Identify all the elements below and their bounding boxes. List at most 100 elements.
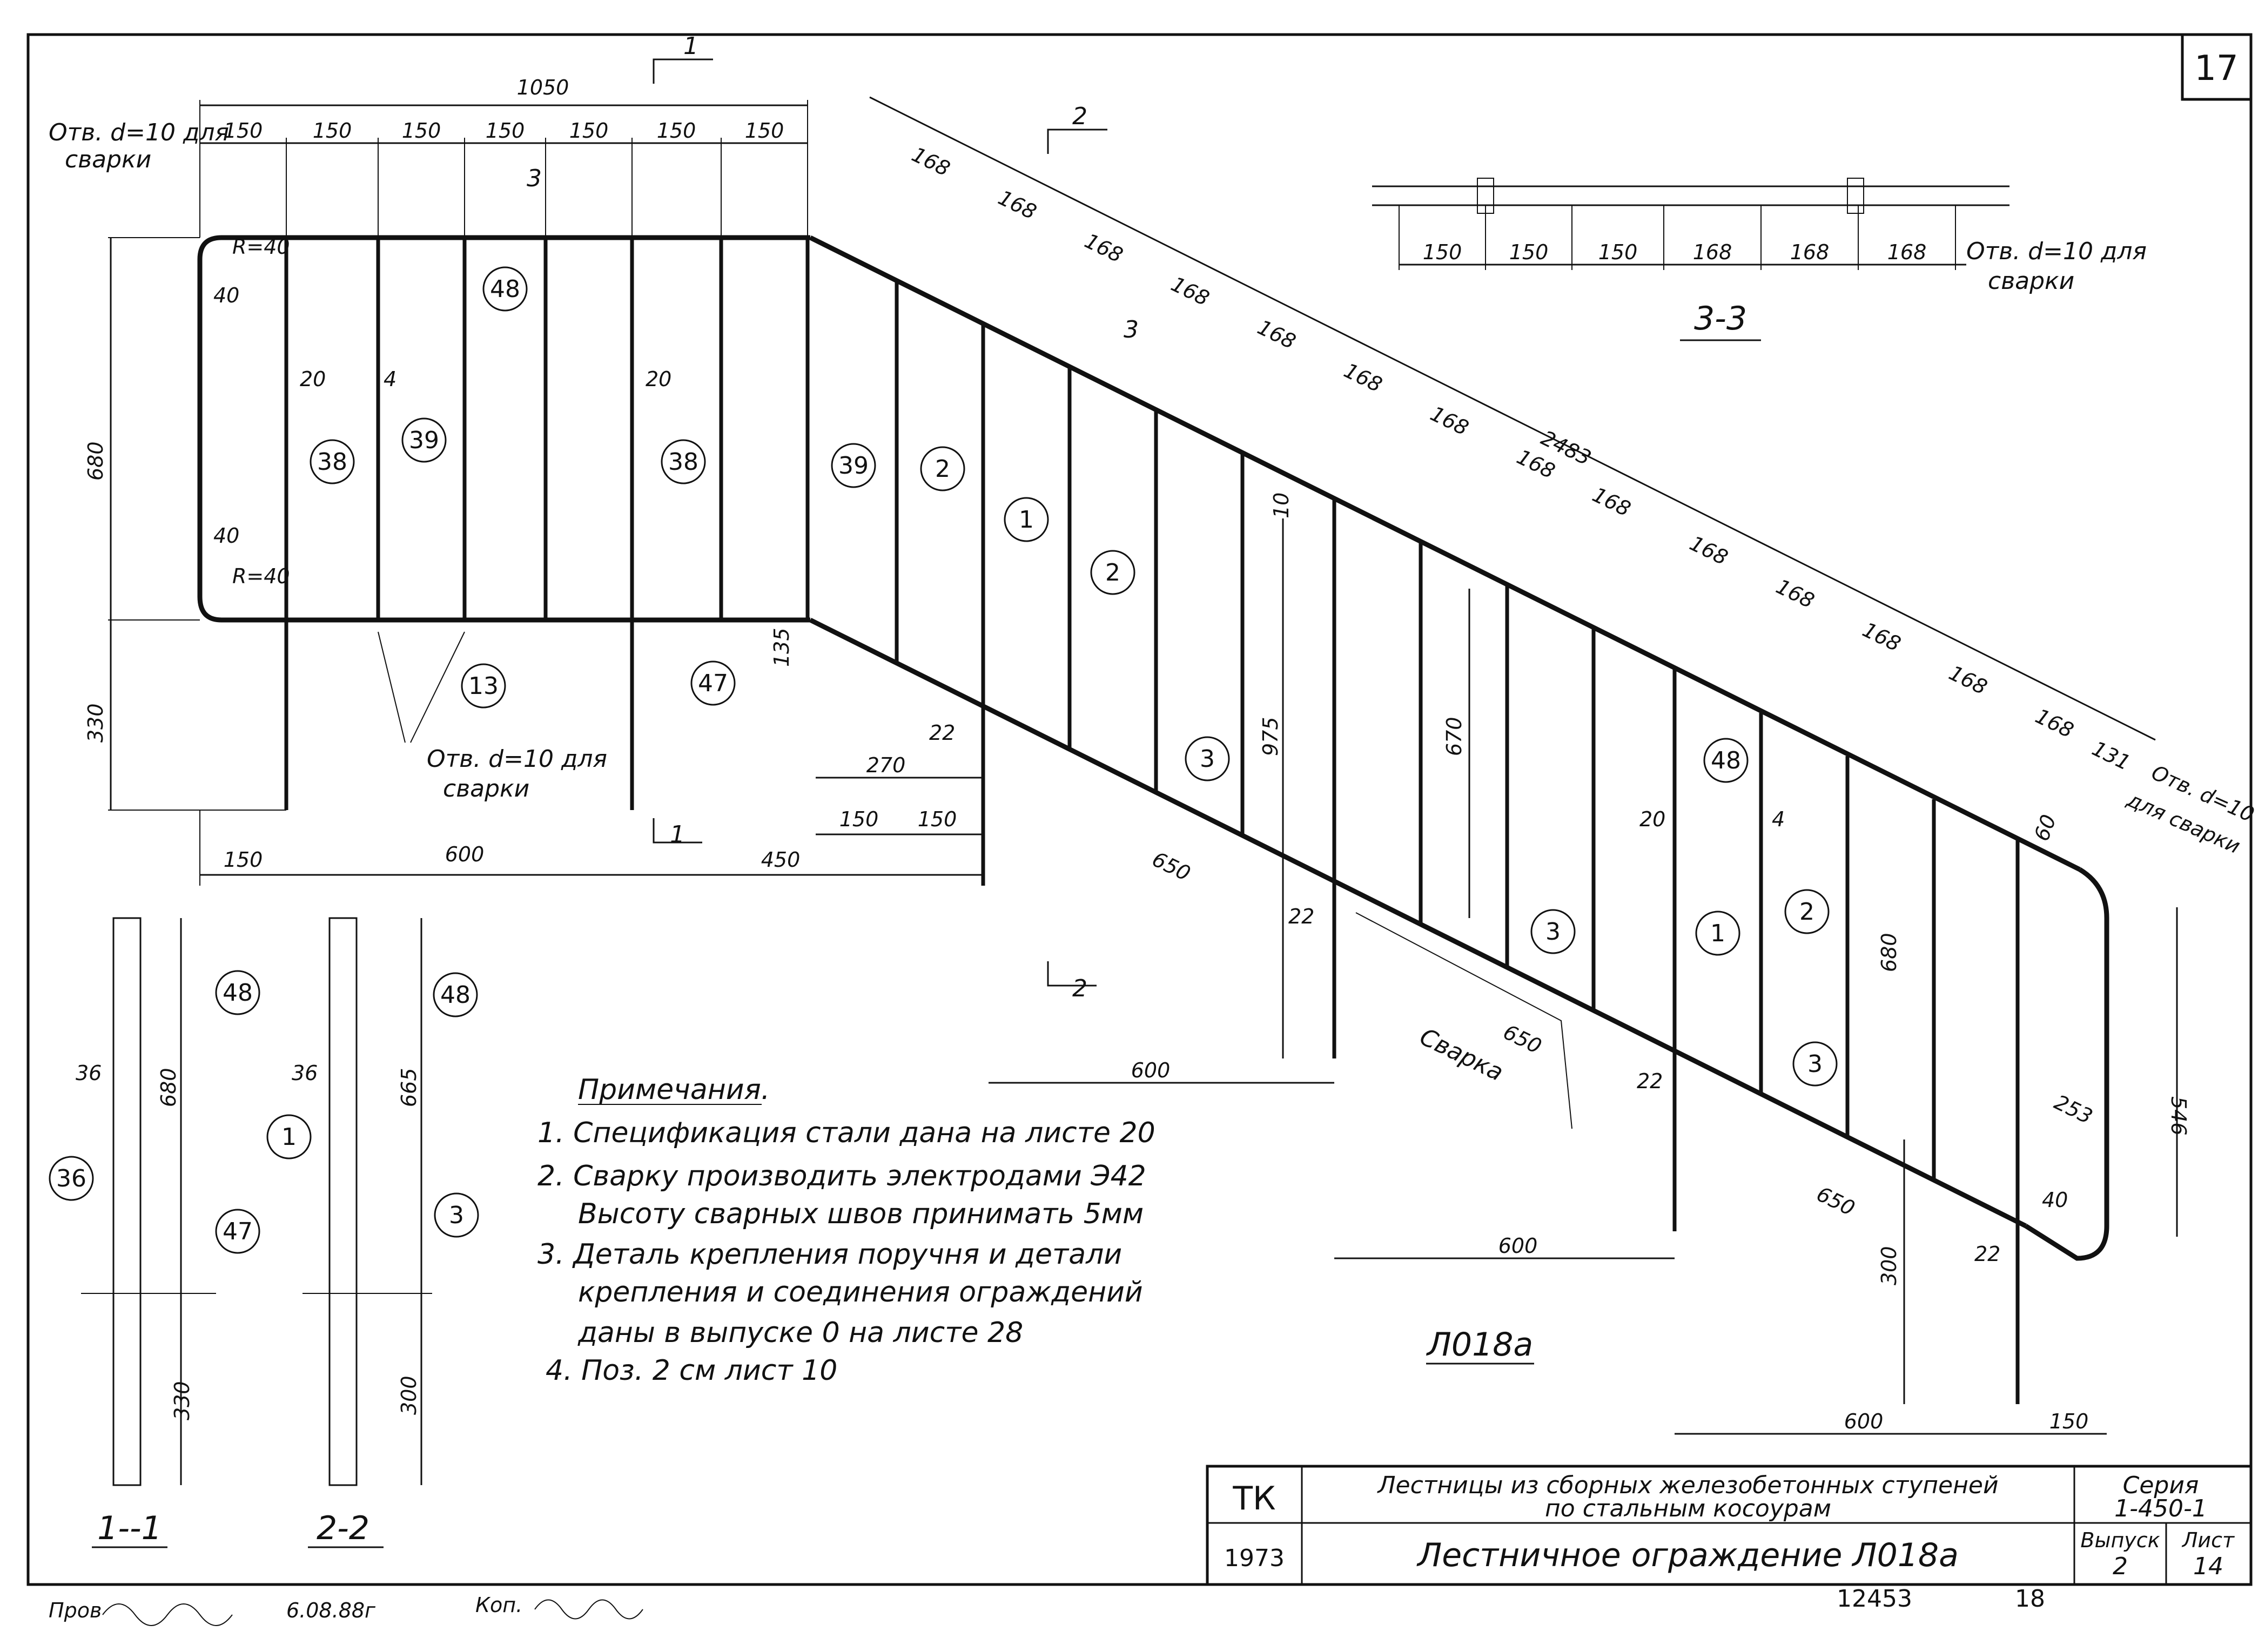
checked-signature xyxy=(102,1603,233,1626)
s22-300: 300 xyxy=(397,1375,421,1415)
dim-60: 60 xyxy=(2029,812,2061,844)
dim-650b: 650 xyxy=(1500,1020,1545,1058)
dim-slope-spacing: 168 xyxy=(1945,661,1991,699)
dim-r40-top: R=40 xyxy=(232,235,290,259)
dim-slope-last: 131 xyxy=(2088,737,2134,775)
dim-b450: 450 xyxy=(761,848,801,872)
landing-railing xyxy=(197,235,810,810)
s11-pos-48: 48 xyxy=(223,979,253,1007)
sloped-bottom-rail xyxy=(809,617,2027,1229)
dimensions-top xyxy=(108,96,2178,1435)
dim-680: 680 xyxy=(84,441,107,481)
weld-label: Сварка xyxy=(1415,1023,1508,1087)
pos-13: 13 xyxy=(468,672,499,700)
stair-railing xyxy=(809,235,2109,1404)
dim-b150b: 150 xyxy=(918,807,957,831)
dim-975: 975 xyxy=(1259,717,1282,756)
dim-top-spacing: 150 xyxy=(313,119,352,143)
dim-40-top: 40 xyxy=(213,284,239,307)
pos-3: 3 xyxy=(1807,1050,1823,1078)
s33-dim: 150 xyxy=(1598,240,1638,264)
tb-series-value: 1-450-1 xyxy=(2114,1495,2207,1522)
s11-680: 680 xyxy=(157,1068,180,1107)
cut-2-bottom: 2 xyxy=(1072,975,1087,1002)
dim-600b: 600 xyxy=(1498,1234,1538,1258)
dim-20a: 20 xyxy=(300,367,326,391)
dim-slope-spacing: 168 xyxy=(994,186,1040,224)
pos-38: 38 xyxy=(668,448,698,476)
pos-48: 48 xyxy=(1711,747,1741,774)
s11-330: 330 xyxy=(170,1381,194,1420)
dim-22d: 22 xyxy=(1974,1242,2000,1266)
dim-670: 670 xyxy=(1442,717,1466,756)
position-balloons: 48 38 39 38 39 13 47 2 1 2 3 3 48 1 2 3 xyxy=(310,266,1838,1087)
s33-dim: 150 xyxy=(1509,240,1549,264)
tb-issue-label: Выпуск xyxy=(2080,1528,2160,1552)
dim-slope-spacing: 168 xyxy=(1254,315,1299,354)
dim-546: 546 xyxy=(2167,1096,2190,1136)
section-2-2-label: 2-2 xyxy=(317,1509,369,1547)
cut-1-bottom: 1 xyxy=(670,821,685,848)
dim-600c: 600 xyxy=(1844,1410,1884,1433)
dim-22a: 22 xyxy=(929,721,955,745)
dim-top-spacing: 150 xyxy=(657,119,696,143)
cut-2-top: 2 xyxy=(1072,103,1087,130)
dim-slope-spacing: 168 xyxy=(1340,359,1386,397)
dim-22c: 22 xyxy=(1637,1069,1663,1093)
dim-1050: 1050 xyxy=(517,76,569,99)
dim-650c: 650 xyxy=(1813,1182,1858,1221)
dim-slope-spacing: 168 xyxy=(1081,229,1126,267)
dim-slope-spacing: 168 xyxy=(2032,704,2077,743)
tb-org: ТК xyxy=(1232,1480,1275,1518)
dim-4a: 4 xyxy=(384,367,396,391)
s33-dim: 168 xyxy=(1887,240,1927,264)
dim-10: 10 xyxy=(1269,493,1293,518)
archive-number: 12453 xyxy=(1837,1585,1912,1613)
end-return xyxy=(2024,867,2109,1261)
s22-pos-1: 1 xyxy=(281,1123,297,1151)
hole-note-33-2: сварки xyxy=(1988,267,2074,295)
sheet-frame xyxy=(26,33,2253,1586)
dim-150c: 150 xyxy=(2049,1410,2089,1433)
dim-slope-spacing: 168 xyxy=(1167,272,1213,311)
tb-drawing-title: Лестничное ограждение Л018а xyxy=(1416,1536,1959,1574)
cut-3-b: 3 xyxy=(1124,316,1139,343)
section-3-3-label: 3-3 xyxy=(1694,300,1747,338)
hole-note-left-2: сварки xyxy=(65,146,151,173)
pos-3: 3 xyxy=(1200,745,1215,773)
copied-signature xyxy=(534,1599,643,1620)
checked-date: 6.08.88г xyxy=(286,1599,376,1622)
dim-slope-spacing: 168 xyxy=(908,143,953,181)
dim-40-bot: 40 xyxy=(213,524,239,548)
tb-year: 1973 xyxy=(1224,1545,1285,1572)
pos-47: 47 xyxy=(698,670,728,697)
pos-3: 3 xyxy=(1545,918,1561,946)
s22-36: 36 xyxy=(292,1061,318,1085)
tb-title-2: по стальным косоурам xyxy=(1545,1495,1831,1522)
dim-300: 300 xyxy=(1877,1246,1901,1285)
dim-680-right: 680 xyxy=(1877,933,1901,972)
dim-22b: 22 xyxy=(1288,905,1314,928)
dim-4b: 4 xyxy=(1772,807,1785,831)
dim-b150a: 150 xyxy=(839,807,879,831)
tb-issue-value: 2 xyxy=(2113,1553,2128,1580)
dim-650a: 650 xyxy=(1148,847,1194,886)
dim-b600: 600 xyxy=(445,842,485,866)
pos-1: 1 xyxy=(1019,506,1034,534)
s11-pos-47: 47 xyxy=(223,1218,253,1245)
dim-r40-bot: R=40 xyxy=(232,564,290,588)
hole-note-mid-2: сварки xyxy=(443,775,529,803)
s22-665: 665 xyxy=(397,1068,421,1107)
archive-page: 18 xyxy=(2015,1585,2045,1613)
pos-39: 39 xyxy=(838,452,869,480)
copied-label: Коп. xyxy=(475,1593,522,1617)
pos-2: 2 xyxy=(1799,898,1814,926)
pos-38: 38 xyxy=(317,448,347,476)
section-3-3 xyxy=(1372,178,2009,270)
sections-1-1-2-2 xyxy=(81,917,432,1486)
cut-1-top: 1 xyxy=(683,32,698,60)
hole-note-33-1: Отв. d=10 для xyxy=(1966,238,2147,265)
dim-40-right: 40 xyxy=(2042,1188,2068,1212)
note-line: 3. Деталь крепления поручня и детали xyxy=(537,1238,1122,1271)
dim-slope-spacing: 168 xyxy=(1859,618,1904,656)
